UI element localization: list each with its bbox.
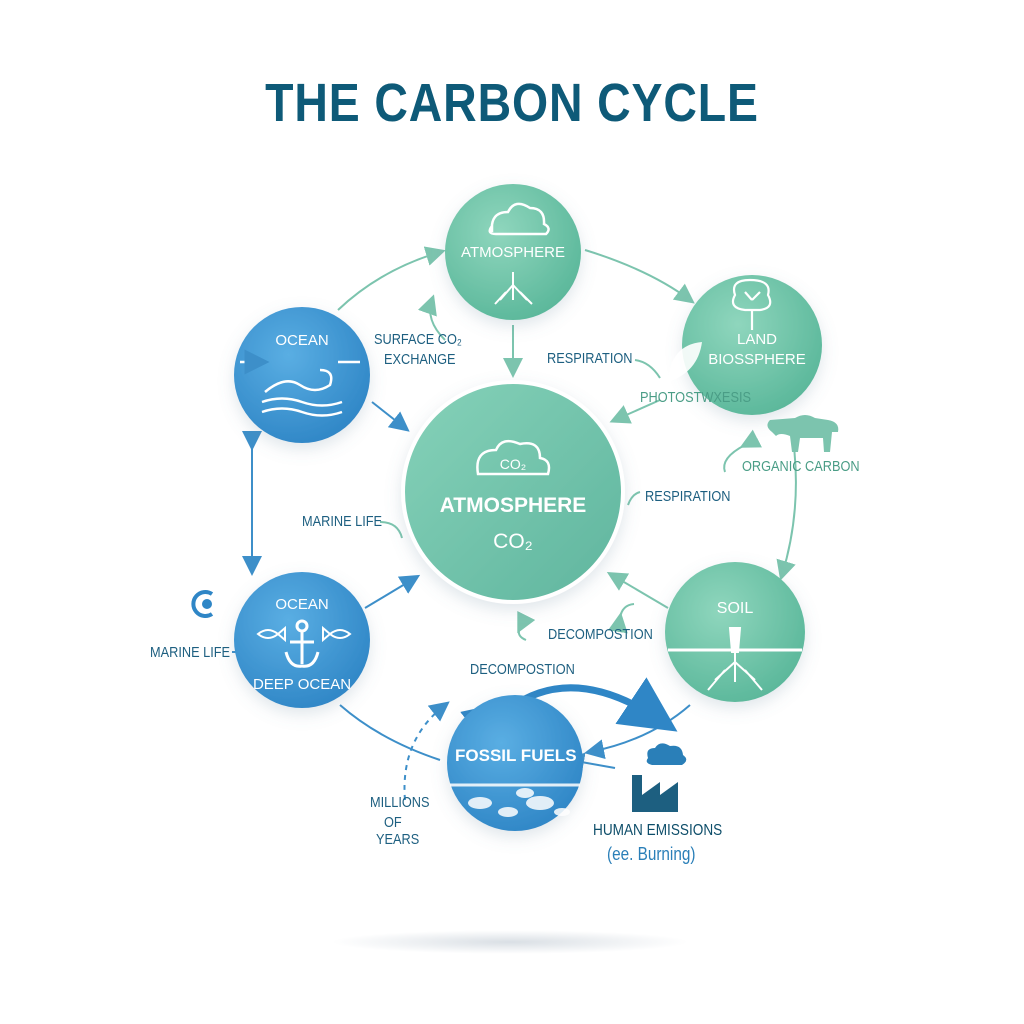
soil-roots-icon	[668, 627, 802, 691]
photosynthesis-label: PHOTOSTWXESIS	[640, 389, 751, 406]
marine-life-mid-label: MARINE LIFE	[302, 513, 383, 530]
arrow-respiration-right-curl	[627, 491, 641, 506]
node-center	[401, 380, 625, 604]
years-label: YEARS	[376, 831, 420, 848]
arrow-organic-curl	[723, 429, 763, 473]
arrow-ocean-to-center	[371, 401, 410, 432]
fish-icon	[256, 625, 352, 643]
center-cloud-label: CO₂	[499, 456, 527, 472]
respiration-right-label: RESPIRATION	[645, 488, 731, 505]
arrow-surface-exchange	[417, 294, 446, 341]
arrow-ocean-to-atmosphere	[337, 246, 446, 311]
burning-label: (ee. Burning)	[607, 844, 696, 864]
cow-icon	[767, 415, 839, 452]
arrow-soil-to-fossil	[584, 704, 691, 760]
arrow-marine-curl	[379, 521, 403, 539]
decomposition-low-label: DECOMPOSTION	[470, 661, 575, 678]
surface-exchange-line1: SURFACE CO₂	[374, 331, 462, 348]
anchor-icon	[284, 619, 320, 668]
ground-shadow	[330, 930, 690, 954]
roots-icon	[494, 272, 533, 305]
millions-label: MILLIONS	[370, 794, 430, 811]
node-atmosphere-top	[445, 184, 581, 320]
wave-icon	[240, 349, 360, 417]
decomposition-right-label: DECOMPOSTION	[548, 626, 653, 643]
human-emissions-label: HUMAN EMISSIONS	[593, 822, 723, 839]
rocks-icon	[450, 783, 580, 817]
organic-carbon-label: ORGANIC CARBON	[742, 458, 860, 475]
deep-ocean-bottom-label: DEEP OCEAN	[252, 676, 352, 693]
land-label: LAND BIOSSPHERE	[702, 330, 812, 370]
arrow-millions-dashed	[403, 701, 450, 801]
arrow-deepocean-to-center	[364, 574, 421, 609]
leaf-icon	[668, 342, 702, 382]
moon-icon	[191, 590, 214, 618]
center-label-line2: CO₂	[493, 530, 533, 553]
ocean-surface-label: OCEAN	[275, 332, 329, 349]
soil-label: SOIL	[716, 600, 754, 617]
arrow-decomp-curl-top	[607, 603, 635, 634]
fossil-label: FOSSIL FUELS	[455, 746, 577, 765]
node-ocean-surface	[234, 307, 370, 443]
of-label: OF	[384, 814, 402, 831]
page-title: THE CARBON CYCLE	[265, 73, 759, 133]
arrow-land-to-center	[609, 399, 661, 424]
marine-life-left-label: MARINE LIFE	[150, 644, 231, 661]
node-fossil	[447, 695, 583, 831]
land-label-text: LAND BIOSSPHERE	[708, 331, 806, 368]
center-cloud-icon	[476, 439, 551, 476]
tree-icon	[731, 278, 772, 330]
arrow-decomp-curl-left	[517, 611, 536, 641]
arrow-soil-to-center	[606, 571, 669, 609]
deep-ocean-top-label: OCEAN	[275, 596, 329, 613]
arrow-respiration-curl	[634, 359, 661, 379]
cloud-icon	[488, 202, 550, 236]
center-label-line1: ATMOSPHERE	[439, 494, 587, 517]
factory-icon	[632, 743, 687, 812]
arrow-fossil-to-deepocean	[339, 704, 441, 761]
respiration-top-label: RESPIRATION	[547, 350, 633, 367]
atmosphere-top-label: ATMOSPHERE	[461, 244, 565, 261]
surface-exchange-line2: EXCHANGE	[384, 351, 456, 368]
arrow-atmosphere-to-land	[584, 249, 695, 304]
node-land	[682, 275, 822, 415]
